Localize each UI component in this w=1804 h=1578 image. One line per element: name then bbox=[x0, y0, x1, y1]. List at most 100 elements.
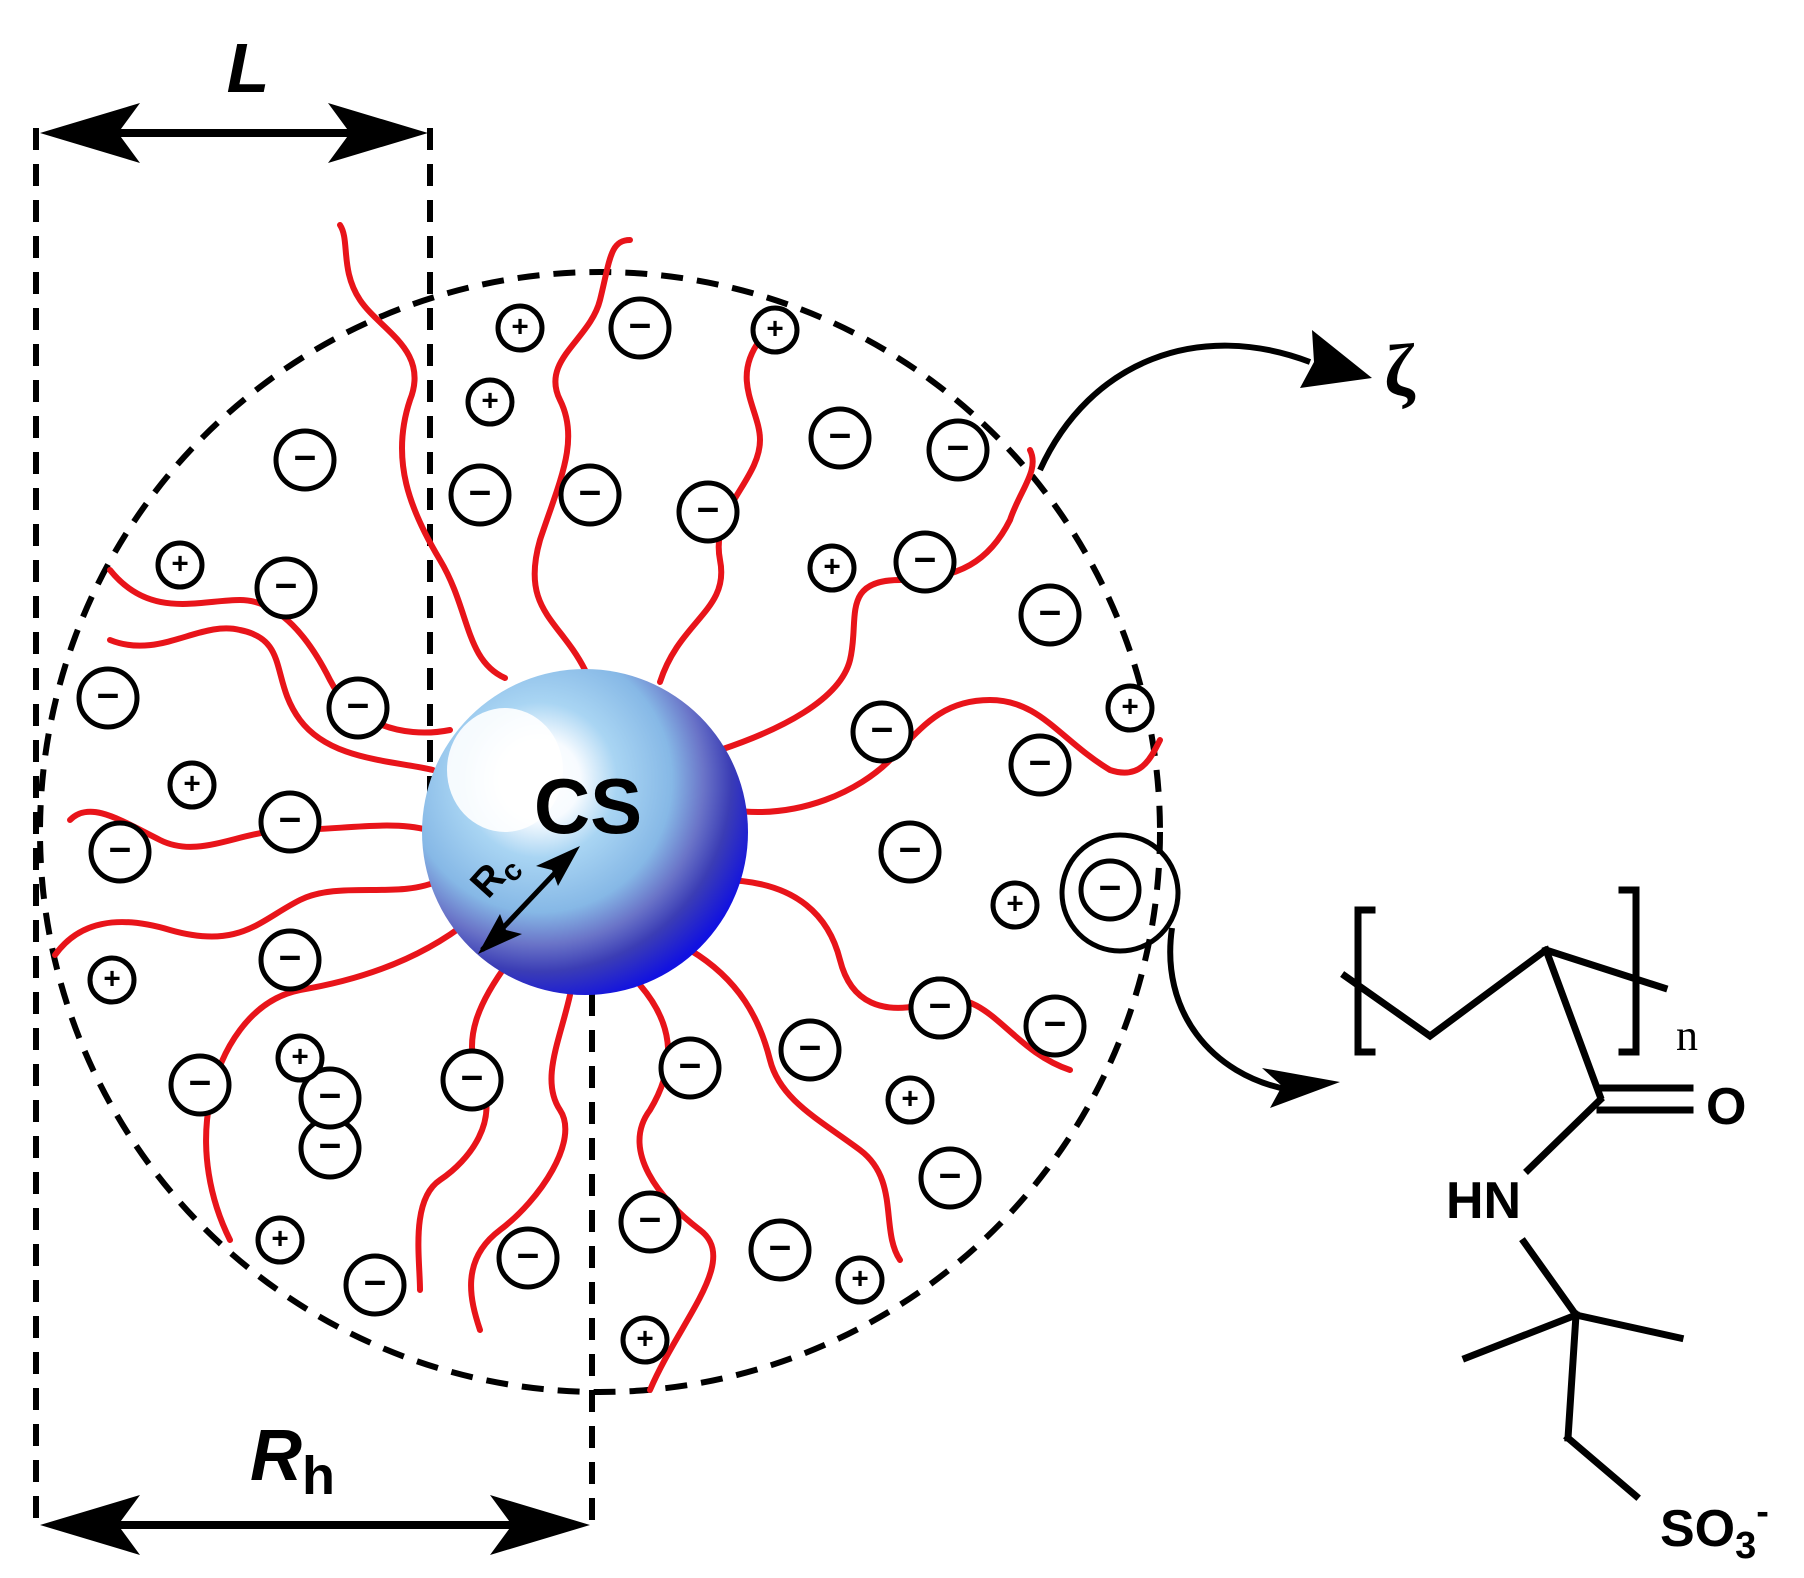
positive-charge: + bbox=[885, 1075, 935, 1125]
negative-charge: − bbox=[893, 530, 957, 594]
negative-charge: − bbox=[1008, 733, 1072, 797]
negative-charge: − bbox=[76, 666, 140, 730]
negative-charge-symbol: − bbox=[294, 437, 317, 480]
positive-charge-symbol: + bbox=[851, 1262, 868, 1295]
zoom-arrowhead bbox=[1262, 1068, 1340, 1108]
methyl-right-bond bbox=[1571, 1310, 1685, 1343]
positive-charge-symbol: + bbox=[636, 1322, 653, 1355]
negative-charge: − bbox=[258, 928, 322, 992]
negative-charge: − bbox=[448, 463, 512, 527]
negative-charge-symbol: − bbox=[279, 937, 302, 980]
positive-charge-symbol: + bbox=[1121, 690, 1138, 723]
left-bracket bbox=[1354, 906, 1376, 1056]
negative-charge-symbol: − bbox=[939, 1155, 962, 1198]
negative-charge-symbol: − bbox=[364, 1262, 387, 1305]
positive-charge: + bbox=[807, 543, 857, 593]
positive-charge: + bbox=[835, 1255, 885, 1305]
polymer-chains bbox=[52, 222, 1163, 1393]
negative-charge: − bbox=[558, 463, 622, 527]
negative-charge-symbol: − bbox=[769, 1227, 792, 1270]
shear-plane-boundary bbox=[37, 269, 1163, 1395]
negative-charge-symbol: − bbox=[319, 1125, 342, 1168]
zeta-arrow bbox=[1037, 342, 1312, 472]
negative-charge: − bbox=[908, 976, 972, 1040]
zoom-arrow bbox=[1167, 927, 1291, 1093]
positive-charge: + bbox=[87, 955, 137, 1005]
polymer-chain bbox=[717, 447, 1036, 753]
negative-charge-symbol: − bbox=[914, 539, 937, 582]
negative-charge: − bbox=[496, 1226, 560, 1290]
positive-charge: + bbox=[255, 1215, 305, 1265]
positive-charge: + bbox=[750, 305, 800, 355]
hydrodynamic-radius-label: Rh bbox=[250, 1416, 335, 1506]
negative-charge: − bbox=[618, 1190, 682, 1254]
amps-monomer-structure bbox=[1340, 886, 1694, 1501]
negative-charge: − bbox=[658, 1036, 722, 1100]
negative-charge: − bbox=[608, 296, 672, 360]
polymer-chain bbox=[67, 808, 431, 850]
core-label: CS bbox=[534, 762, 642, 850]
positive-charge-symbol: + bbox=[481, 384, 498, 417]
positive-charge-symbol: + bbox=[171, 547, 188, 580]
negative-charge: − bbox=[88, 820, 152, 884]
positive-charge: + bbox=[465, 377, 515, 427]
negative-charge-symbol: − bbox=[1044, 1003, 1067, 1046]
ch2-bond bbox=[1564, 1311, 1580, 1442]
negative-charge-symbol: − bbox=[109, 829, 132, 872]
positive-charge: + bbox=[167, 760, 217, 810]
negative-charge-symbol: − bbox=[799, 1027, 822, 1070]
n-c-bond bbox=[1519, 1237, 1581, 1320]
polymer-chain bbox=[415, 957, 513, 1293]
positive-charge-symbol: + bbox=[291, 1040, 308, 1073]
negative-charge-symbol: − bbox=[1099, 867, 1122, 910]
length-arrow bbox=[40, 103, 428, 163]
negative-charge-symbol: − bbox=[279, 799, 302, 842]
negative-charge: − bbox=[778, 1018, 842, 1082]
polymer-chain bbox=[107, 625, 436, 773]
negative-charge-symbol: − bbox=[829, 415, 852, 458]
negative-charge: − bbox=[298, 1116, 362, 1180]
negative-charge-symbol: − bbox=[461, 1057, 484, 1100]
amide-bond bbox=[1523, 1095, 1605, 1175]
negative-charge: − bbox=[326, 676, 390, 740]
side-bond bbox=[1541, 945, 1605, 1101]
negative-charge: − bbox=[254, 556, 318, 620]
negative-charge-symbol: − bbox=[1039, 592, 1062, 635]
positive-charge: + bbox=[620, 1315, 670, 1365]
negative-charge: − bbox=[1023, 994, 1087, 1058]
positive-charge-symbol: + bbox=[823, 550, 840, 583]
positive-charge: + bbox=[495, 303, 545, 353]
negative-charge-symbol: − bbox=[579, 472, 602, 515]
zeta-label: ζ bbox=[1384, 330, 1416, 412]
positive-charge-symbol: + bbox=[271, 1222, 288, 1255]
core-highlight bbox=[447, 708, 563, 832]
negative-charge: − bbox=[676, 480, 740, 544]
positive-charge-symbol: + bbox=[901, 1082, 918, 1115]
polymer-chain bbox=[337, 222, 508, 681]
negative-charge: − bbox=[343, 1253, 407, 1317]
negative-charge: − bbox=[918, 1146, 982, 1210]
polymer-chain bbox=[687, 947, 903, 1263]
repeat-subscript: n bbox=[1676, 1011, 1698, 1060]
negative-charge-symbol: − bbox=[947, 427, 970, 470]
amine-label: HN bbox=[1446, 1172, 1521, 1230]
negative-charge-symbol: − bbox=[899, 829, 922, 872]
negative-charge: − bbox=[808, 406, 872, 470]
polymer-chain bbox=[52, 877, 443, 958]
zoom-circle bbox=[1059, 832, 1181, 954]
backbone bbox=[1340, 946, 1669, 1041]
positive-charge-symbol: + bbox=[766, 312, 783, 345]
oxygen-label: O bbox=[1706, 1078, 1746, 1136]
positive-charge-symbol: + bbox=[1006, 887, 1023, 920]
negative-charge-symbol: − bbox=[469, 472, 492, 515]
positive-charge: + bbox=[1105, 683, 1155, 733]
right-bracket bbox=[1618, 886, 1640, 1056]
negative-charge: − bbox=[926, 418, 990, 482]
positive-charge-symbol: + bbox=[183, 767, 200, 800]
negative-charge-symbol: − bbox=[347, 685, 370, 728]
length-label: L bbox=[227, 29, 270, 107]
negative-charge-symbol: − bbox=[189, 1062, 212, 1105]
positive-charge: + bbox=[990, 880, 1040, 930]
